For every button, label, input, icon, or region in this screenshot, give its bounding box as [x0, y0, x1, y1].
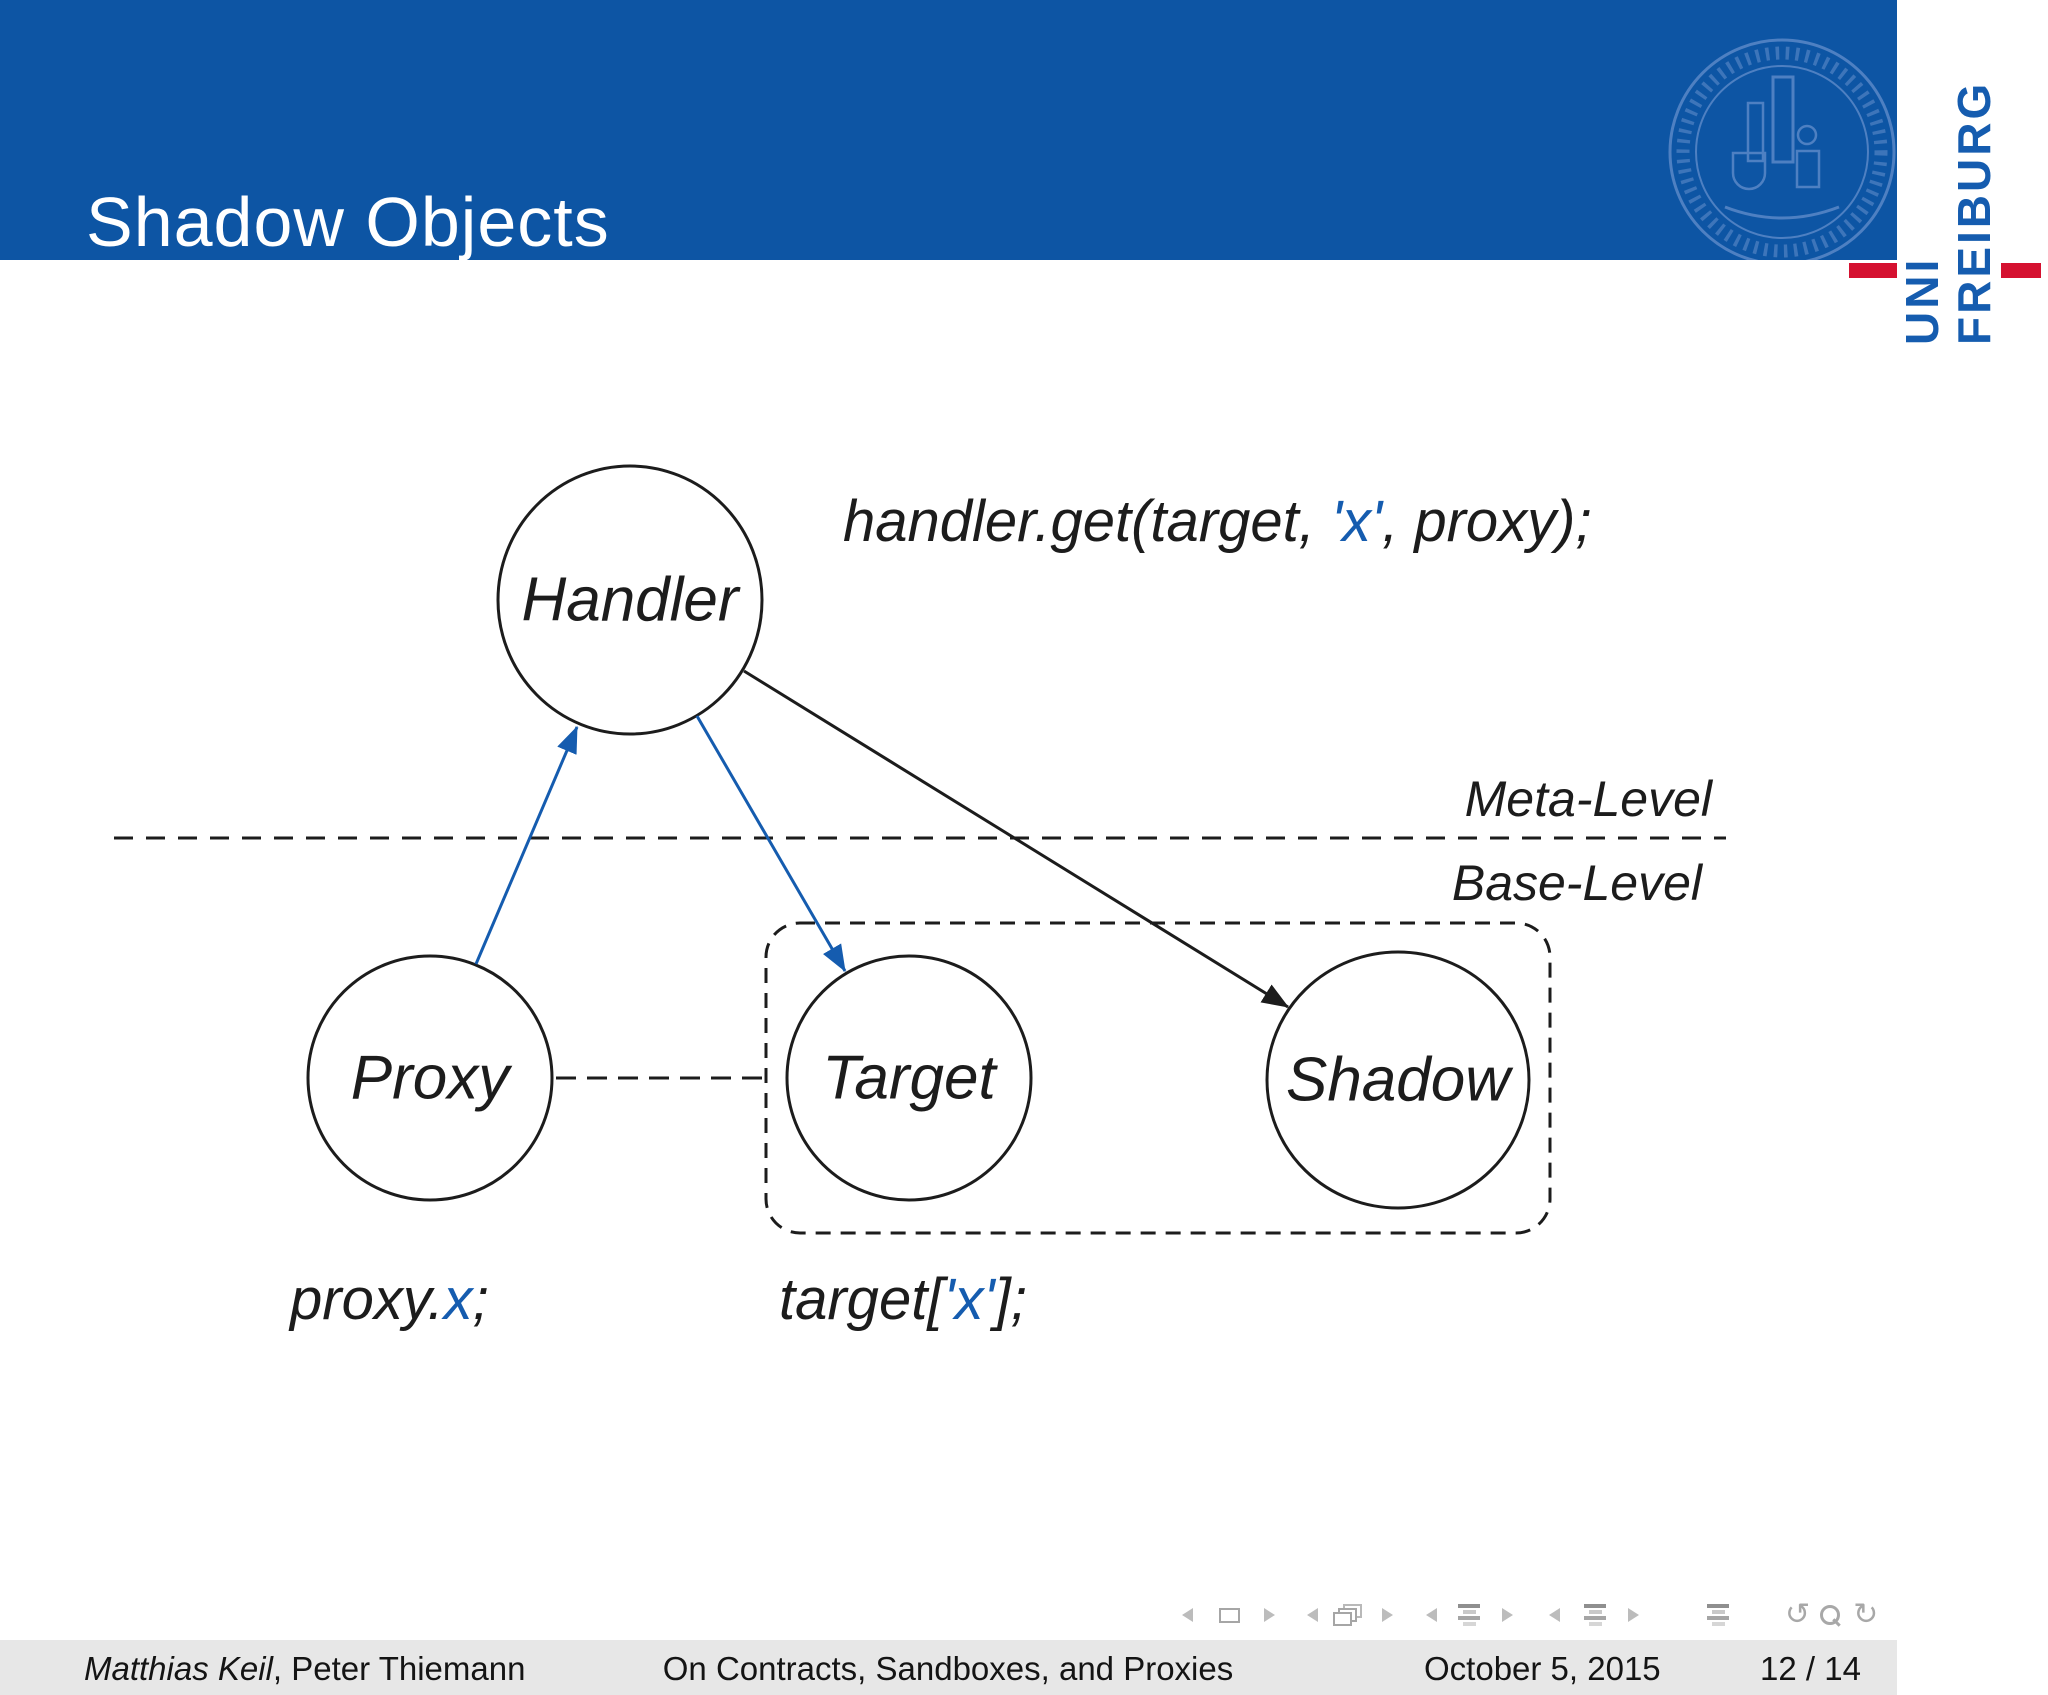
- shadow-node-circle: [1265, 950, 1531, 1210]
- sandbox-dashed-box: [764, 921, 1552, 1235]
- footer-author-rest: , Peter Thiemann: [272, 1650, 526, 1687]
- section-toc-icon[interactable]: [1457, 1604, 1481, 1626]
- appendix-toc-icon[interactable]: [1706, 1604, 1730, 1626]
- footer-bar: Matthias Keil, Peter Thiemann On Contrac…: [0, 1640, 1897, 1695]
- code-accent-x: 'x': [943, 1267, 995, 1332]
- frames-icon[interactable]: [1332, 1604, 1362, 1626]
- next-subsection-icon[interactable]: [1628, 1608, 1639, 1622]
- proxy-node-circle: [306, 954, 554, 1202]
- handler-node-label: Handler: [521, 565, 739, 635]
- university-seal-icon: [1668, 38, 1896, 260]
- subsection-toc-icon[interactable]: [1583, 1604, 1607, 1626]
- logo-red-dash-left: [1849, 263, 1897, 278]
- code-prefix: target[: [779, 1267, 944, 1332]
- code-accent-x: x: [443, 1267, 473, 1332]
- prev-subsection-icon[interactable]: [1549, 1608, 1560, 1622]
- code-prefix: proxy.: [290, 1267, 444, 1332]
- code-accent-x: 'x': [1330, 489, 1383, 554]
- page-title: Shadow Objects: [86, 182, 610, 260]
- handler-get-code: handler.get(target, 'x', proxy);: [843, 488, 1592, 555]
- code-suffix: ];: [994, 1267, 1027, 1332]
- code-prefix: handler.get(target,: [843, 489, 1331, 554]
- prev-frame-icon[interactable]: [1307, 1608, 1318, 1622]
- proxy-node-label: Proxy: [350, 1043, 510, 1113]
- next-slide-icon[interactable]: [1264, 1608, 1275, 1622]
- logo-red-dash-right: [2001, 263, 2041, 278]
- target-node-circle: [785, 954, 1033, 1202]
- handler-to-shadow-arrow: [743, 669, 1290, 1009]
- search-icon[interactable]: [1820, 1605, 1841, 1625]
- prev-slide-icon[interactable]: [1182, 1608, 1193, 1622]
- proxy-to-handler-arrow: [474, 725, 579, 965]
- prev-section-icon[interactable]: [1426, 1608, 1437, 1622]
- code-suffix: ;: [472, 1267, 489, 1332]
- title-bar: Shadow Objects: [0, 0, 1897, 260]
- footer-talk-title: On Contracts, Sandboxes, and Proxies: [662, 1650, 1234, 1687]
- code-suffix: , proxy);: [1382, 489, 1592, 554]
- meta-level-label: Meta-Level: [1464, 771, 1712, 827]
- redo-icon[interactable]: [1853, 1600, 1878, 1630]
- next-frame-icon[interactable]: [1382, 1608, 1393, 1622]
- handler-to-target-arrow: [695, 715, 847, 973]
- undo-icon[interactable]: [1785, 1600, 1810, 1630]
- footer-author-emph: Matthias Keil: [84, 1650, 273, 1687]
- target-x-code: target['x'];: [779, 1266, 1027, 1333]
- proxy-x-code: proxy.x;: [290, 1266, 489, 1333]
- base-level-label: Base-Level: [1451, 855, 1702, 911]
- footer-page-number: 12 / 14: [1760, 1650, 1861, 1687]
- shadow-node-label: Shadow: [1285, 1045, 1511, 1115]
- beamer-navigation-bar: [1182, 1598, 1878, 1632]
- footer-authors: Matthias Keil, Peter Thiemann: [84, 1640, 525, 1695]
- handler-node-circle: [496, 464, 764, 736]
- footer-date: October 5, 2015: [1424, 1650, 1661, 1687]
- slide-icon[interactable]: [1219, 1607, 1240, 1623]
- next-section-icon[interactable]: [1502, 1608, 1513, 1622]
- target-node-label: Target: [822, 1043, 996, 1113]
